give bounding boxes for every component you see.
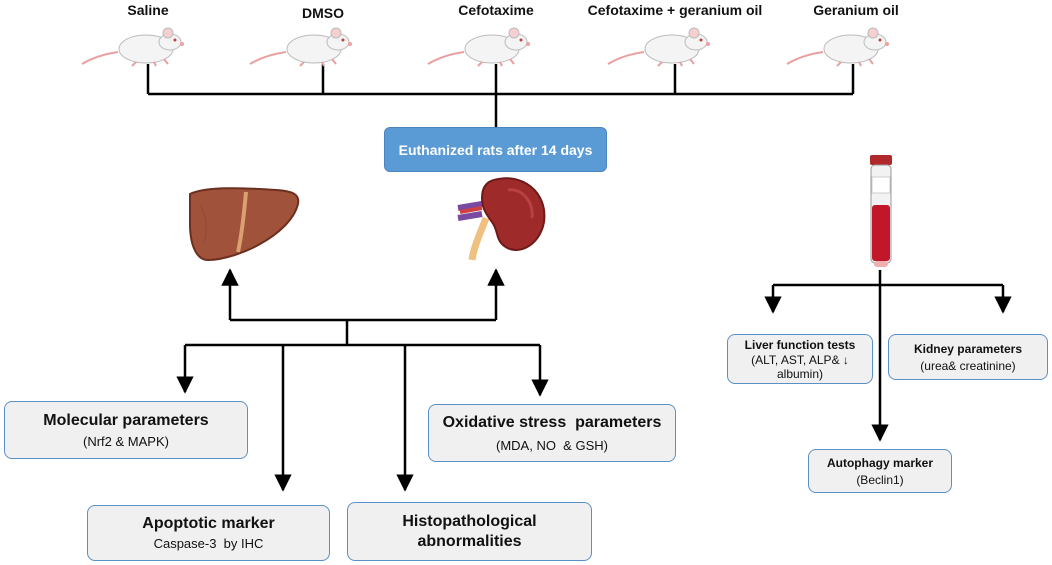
kidney-title: Kidney parameters [913, 341, 1023, 356]
rat-icon [249, 27, 352, 67]
group-label-cefotaxime-geranium: Cefotaxime + geranium oil [587, 2, 763, 18]
blood-tube-icon [870, 155, 892, 267]
euthanized-label: Euthanized rats after 14 days [398, 141, 593, 158]
autophagy-title: Autophagy marker [826, 455, 934, 470]
group-label-cefotaxime: Cefotaxime [458, 2, 534, 18]
rat-icon [607, 27, 710, 67]
rat-icon [427, 27, 530, 67]
kidney-sub: (urea& creatinine) [920, 358, 1016, 373]
group-label-saline: Saline [127, 2, 169, 18]
group-label-geranium-oil: Geranium oil [813, 2, 899, 18]
oxidative-title: Oxidative stress parameters [442, 413, 662, 431]
kidney-icon [457, 177, 546, 261]
apoptotic-title: Apoptotic marker [142, 515, 275, 532]
histo-title2: abnormalities [417, 532, 522, 550]
autophagy-marker-box: Autophagy marker (Beclin1) [808, 449, 952, 493]
euthanized-box: Euthanized rats after 14 days [384, 127, 607, 172]
liver-sub: (ALT, AST, ALP& ↓ [751, 352, 849, 367]
molecular-parameters-box: Molecular parameters (Nrf2 & MAPK) [4, 401, 248, 459]
rat-icon [786, 27, 889, 67]
liver-sub2: albumin) [776, 366, 824, 381]
group-label-dmso: DMSO [302, 5, 344, 21]
oxidative-stress-box: Oxidative stress parameters (MDA, NO & G… [428, 404, 676, 462]
apoptotic-marker-box: Apoptotic marker Caspase-3 by IHC [87, 505, 330, 561]
liver-title: Liver function tests [744, 337, 856, 352]
molecular-title: Molecular parameters [43, 411, 209, 429]
liver-function-box: Liver function tests (ALT, AST, ALP& ↓ a… [727, 334, 873, 384]
kidney-parameters-box: Kidney parameters (urea& creatinine) [888, 334, 1048, 380]
oxidative-sub: (MDA, NO & GSH) [496, 437, 608, 453]
apoptotic-sub: Caspase-3 by IHC [153, 536, 264, 551]
histopathological-box: Histopathological abnormalities [347, 502, 592, 561]
autophagy-sub: (Beclin1) [856, 472, 904, 487]
rat-icon [81, 27, 184, 67]
molecular-sub: (Nrf2 & MAPK) [83, 433, 169, 449]
liver-icon [189, 187, 300, 262]
histo-title: Histopathological [402, 512, 537, 530]
